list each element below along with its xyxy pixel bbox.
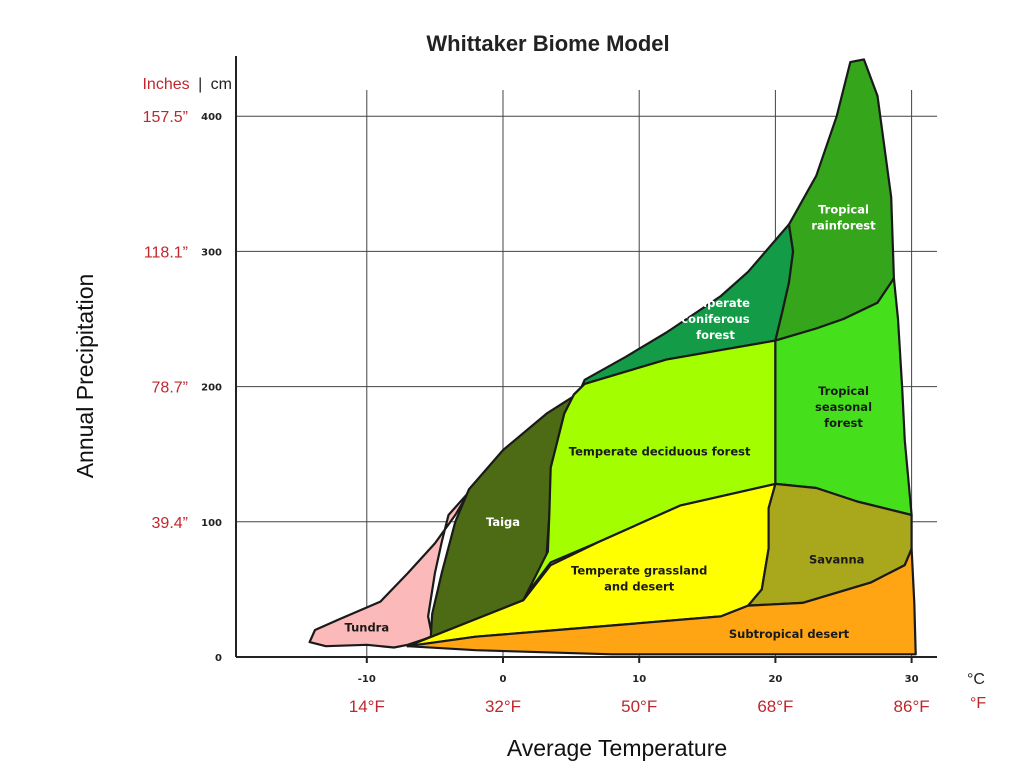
y-tick-label-cm: 100 bbox=[201, 518, 222, 529]
y-tick-label-inches: 78.7” bbox=[152, 380, 188, 397]
biome-label-line: rainforest bbox=[811, 219, 876, 233]
biome-label-line: Temperate deciduous forest bbox=[569, 444, 751, 458]
biome-label-line: Savanna bbox=[809, 553, 864, 567]
x-axis-title: Average Temperature bbox=[507, 735, 727, 761]
y-tick-label-cm: 0 bbox=[215, 653, 222, 664]
x-tick-label-fahrenheit: 14°F bbox=[349, 697, 385, 716]
x-tick-label-fahrenheit: 68°F bbox=[757, 697, 793, 716]
axes bbox=[235, 56, 937, 663]
y-unit-separator: | bbox=[198, 76, 202, 93]
biome-label-line: seasonal bbox=[815, 400, 872, 414]
tick-labels: 0 100 200 300 400 39.4” 78.7” 118.1” 157.5” -10 0 1… bbox=[143, 109, 930, 716]
biome-label-line: coniferous bbox=[681, 312, 749, 326]
x-unit-celsius: °C bbox=[967, 671, 985, 688]
y-tick-label-inches: 118.1” bbox=[144, 244, 188, 261]
biome-label-line: Temperate bbox=[681, 296, 750, 310]
y-tick-label-cm: 200 bbox=[201, 383, 222, 394]
y-tick-label-inches: 39.4” bbox=[152, 515, 188, 532]
biome-region-subtropical-desert bbox=[406, 547, 917, 656]
biome-label-line: Temperate grassland bbox=[571, 564, 707, 578]
biome-label-line: Tropical bbox=[818, 203, 869, 217]
biome-label-line: and desert bbox=[604, 580, 675, 594]
biome-label-subtropical-desert: Subtropical desert bbox=[729, 627, 850, 641]
x-tick-label-celsius: 10 bbox=[632, 674, 646, 685]
biome-label-temperate-coniferous-forest: Temperate coniferous forest bbox=[681, 296, 750, 342]
biome-region-tundra bbox=[308, 491, 470, 649]
x-tick-label-fahrenheit: 32°F bbox=[485, 697, 521, 716]
x-tick-label-celsius: 20 bbox=[768, 674, 782, 685]
biome-label-line: forest bbox=[824, 416, 863, 430]
y-axis-title: Annual Precipitation bbox=[72, 274, 98, 479]
biome-label-temperate-grassland-and-desert: Temperate grassland and desert bbox=[571, 564, 707, 594]
biome-label-savanna: Savanna bbox=[809, 553, 864, 567]
biome-label-tropical-seasonal-forest: Tropical seasonal forest bbox=[815, 384, 872, 430]
y-unit-cm: cm bbox=[211, 76, 232, 93]
x-tick-label-celsius: 30 bbox=[905, 674, 919, 685]
x-unit-fahrenheit: °F bbox=[970, 695, 986, 712]
biome-label-line: Tropical bbox=[818, 384, 869, 398]
biome-label-line: Subtropical desert bbox=[729, 627, 850, 641]
biome-regions bbox=[308, 58, 917, 656]
y-tick-label-cm: 400 bbox=[201, 112, 222, 123]
biome-label-line: forest bbox=[696, 328, 735, 342]
x-tick-label-fahrenheit: 86°F bbox=[894, 697, 930, 716]
biome-region-tropical-rainforest bbox=[774, 58, 896, 342]
biome-label-line: Taiga bbox=[486, 515, 520, 529]
y-unit-header: Inches | cm bbox=[142, 76, 232, 93]
x-tick-label-fahrenheit: 50°F bbox=[621, 697, 657, 716]
biome-label-tropical-rainforest: Tropical rainforest bbox=[811, 203, 876, 233]
biome-label-temperate-deciduous-forest: Temperate deciduous forest bbox=[569, 444, 751, 458]
x-tick-label-celsius: -10 bbox=[358, 674, 376, 685]
y-tick-label-inches: 157.5” bbox=[143, 109, 188, 126]
biome-label-taiga: Taiga bbox=[486, 515, 520, 529]
biome-label-line: Tundra bbox=[344, 620, 389, 634]
x-tick-label-celsius: 0 bbox=[500, 674, 507, 685]
y-tick-label-cm: 300 bbox=[201, 247, 222, 258]
biome-label-tundra: Tundra bbox=[344, 620, 389, 634]
biome-region-tropical-seasonal-forest bbox=[774, 277, 913, 517]
y-unit-inches: Inches bbox=[142, 76, 189, 93]
chart-title: Whittaker Biome Model bbox=[426, 31, 669, 56]
